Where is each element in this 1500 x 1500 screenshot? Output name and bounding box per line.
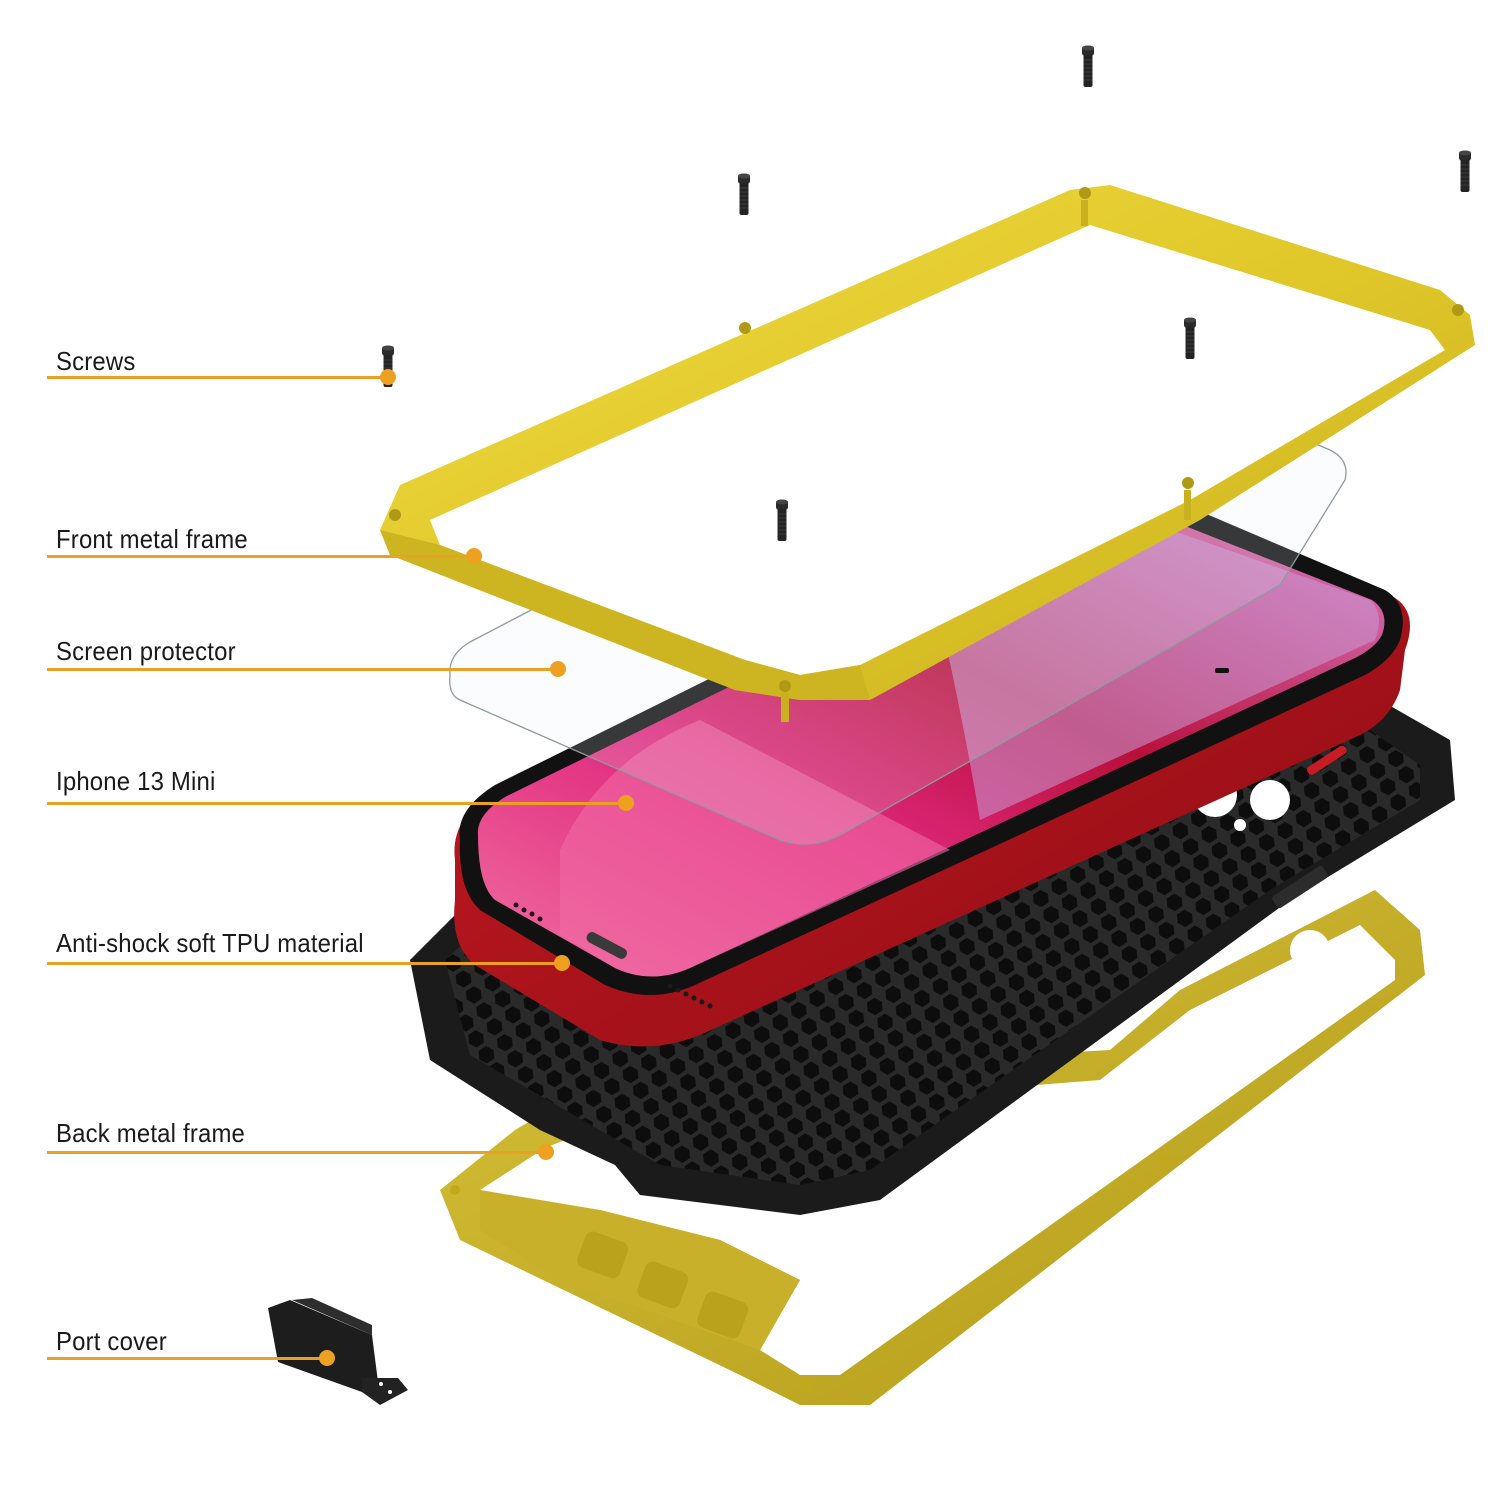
label-screen-protector: Screen protector	[56, 636, 236, 666]
leader-dot	[554, 955, 570, 971]
leader-dot	[319, 1350, 335, 1366]
leader-dot	[380, 369, 396, 385]
label-back-metal-frame: Back metal frame	[56, 1118, 246, 1148]
leader-line	[47, 1357, 327, 1360]
leader-dot	[466, 548, 482, 564]
port-cover	[268, 1298, 408, 1405]
leader-line	[47, 802, 626, 805]
leader-line	[47, 962, 562, 965]
leader-line	[47, 376, 388, 379]
label-iphone: Iphone 13 Mini	[56, 766, 216, 796]
leader-line	[47, 555, 474, 558]
label-port-cover: Port cover	[56, 1326, 167, 1356]
iphone-13-mini	[454, 485, 1411, 1047]
leader-line	[47, 1151, 546, 1154]
leader-dot	[550, 661, 566, 677]
label-front-metal-frame: Front metal frame	[56, 524, 248, 554]
leader-line	[47, 668, 558, 671]
leader-dot	[538, 1144, 554, 1160]
label-screws: Screws	[56, 346, 136, 376]
leader-dot	[618, 795, 634, 811]
label-tpu: Anti-shock soft TPU material	[56, 928, 364, 958]
